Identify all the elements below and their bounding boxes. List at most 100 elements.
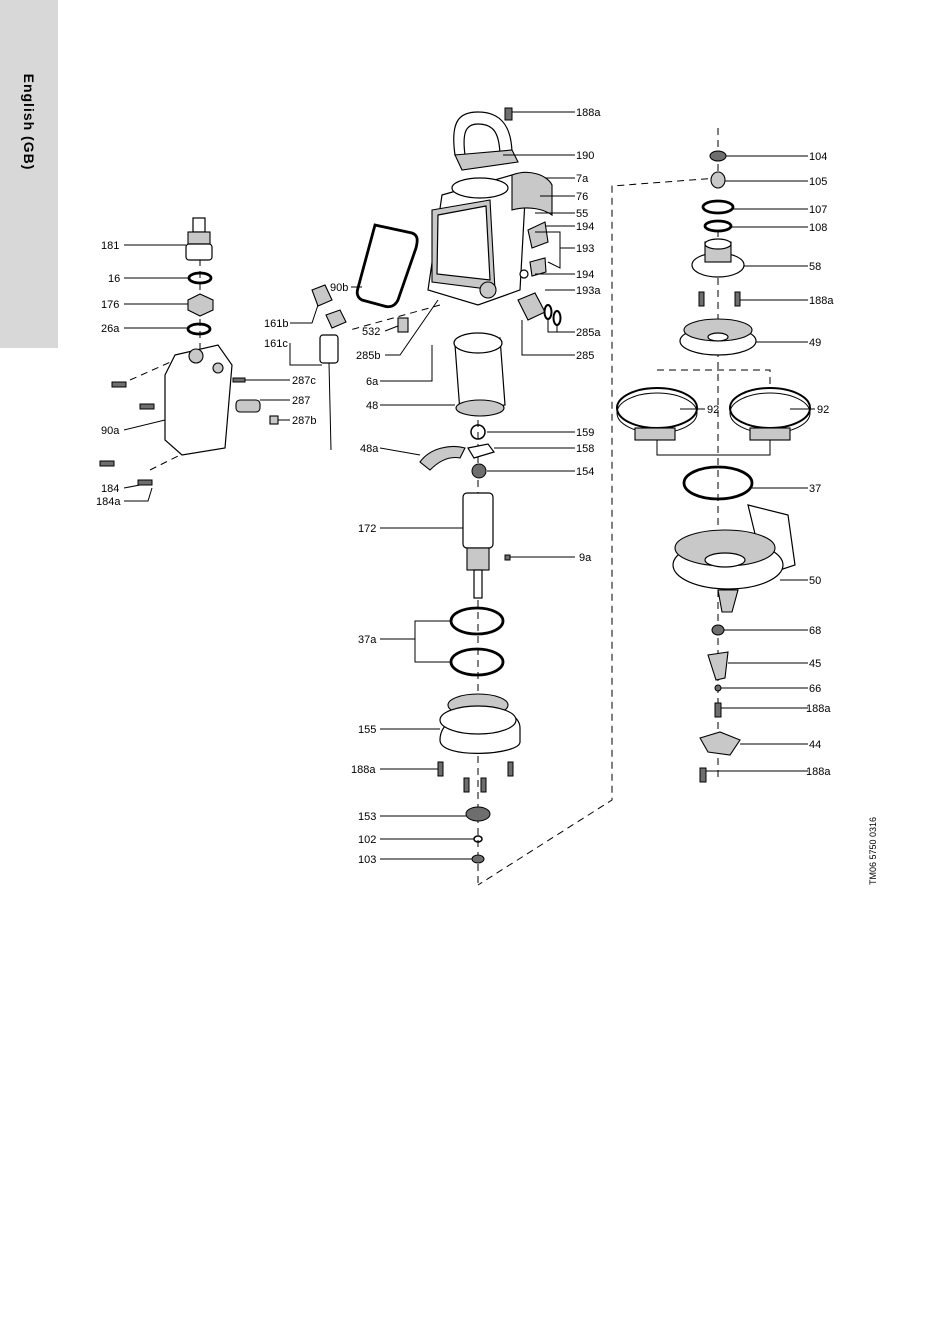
part-9a (505, 555, 510, 560)
part-48a (420, 447, 465, 470)
callout-287: 287 (292, 395, 310, 407)
callout-193a: 193a (576, 285, 601, 297)
callout-50: 50 (809, 575, 821, 587)
bearing-153 (466, 807, 490, 821)
callout-37: 37 (809, 483, 821, 495)
callout-194-a: 194 (576, 221, 594, 233)
oring-107 (703, 201, 733, 213)
gasket-90b (357, 225, 417, 307)
shaft-seal-carrier-155 (440, 694, 520, 753)
bearing-154 (472, 464, 486, 478)
part-532 (398, 318, 408, 332)
part-68 (712, 625, 724, 635)
terminal-box-cover-90a (165, 345, 232, 455)
callout-532: 532 (362, 326, 380, 338)
callout-285: 285 (576, 350, 594, 362)
lifting-handle (454, 112, 518, 170)
callout-188a-r3: 188a (806, 766, 831, 778)
callout-188a-top: 188a (576, 107, 601, 119)
motor-housing (428, 175, 525, 305)
cable-entry-193 (520, 222, 548, 278)
callout-104: 104 (809, 151, 827, 163)
callout-37a: 37a (358, 634, 377, 646)
callout-102: 102 (358, 834, 376, 846)
callout-76: 76 (576, 191, 588, 203)
cable-plug-285 (518, 293, 561, 325)
nut-103 (472, 855, 484, 863)
part-105 (711, 172, 725, 188)
callout-159: 159 (576, 427, 594, 439)
callout-103: 103 (358, 854, 376, 866)
callout-58: 58 (809, 261, 821, 273)
callout-184: 184 (101, 483, 119, 495)
callout-44: 44 (809, 739, 821, 751)
callout-92-left: 92 (707, 404, 719, 416)
callout-92-right: 92 (817, 404, 829, 416)
callout-6a: 6a (366, 376, 379, 388)
callout-16: 16 (108, 273, 120, 285)
callout-161c: 161c (264, 338, 288, 350)
part-104 (710, 151, 726, 161)
callout-285b: 285b (356, 350, 380, 362)
callout-188a-r1: 188a (809, 295, 834, 307)
callout-68: 68 (809, 625, 821, 637)
oring-108 (705, 221, 731, 231)
cover-49 (680, 319, 756, 355)
screws-188a-mid (438, 762, 513, 792)
callout-26a: 26a (101, 323, 120, 335)
callout-287c: 287c (292, 375, 316, 387)
clamp-92-left (617, 388, 697, 440)
callout-184a: 184a (96, 496, 121, 508)
callout-154: 154 (576, 466, 594, 478)
orings-37a (451, 608, 503, 675)
screws-188a-r1 (699, 292, 740, 306)
callout-48: 48 (366, 400, 378, 412)
callout-161b: 161b (264, 318, 288, 330)
callout-188a-r2: 188a (806, 703, 831, 715)
callout-194-b: 194 (576, 269, 594, 281)
part-287b (270, 416, 278, 424)
callout-188a-mid: 188a (351, 764, 376, 776)
callout-158: 158 (576, 443, 594, 455)
impeller-45 (708, 652, 728, 680)
part-66 (715, 685, 721, 691)
clamp-92-right (730, 388, 810, 440)
callout-176: 176 (101, 299, 119, 311)
callout-55: 55 (576, 208, 588, 220)
callout-172: 172 (358, 523, 376, 535)
callout-105: 105 (809, 176, 827, 188)
callout-90a: 90a (101, 425, 120, 437)
level-sensor-161 (312, 285, 346, 450)
cable-gland-181 (186, 218, 212, 260)
callout-287b: 287b (292, 415, 316, 427)
seal-flange-58 (692, 239, 744, 277)
callout-48a: 48a (360, 443, 379, 455)
oring-26a (188, 324, 210, 334)
callout-108: 108 (809, 222, 827, 234)
cover-plate-76 (512, 172, 552, 215)
callout-190: 190 (576, 150, 594, 162)
callout-90b: 90b (330, 282, 348, 294)
stator-48 (454, 333, 505, 416)
callout-285a: 285a (576, 327, 601, 339)
part-44 (700, 732, 740, 755)
screw-188a-top (505, 108, 512, 120)
screw-188a-r3 (700, 768, 706, 782)
callout-45: 45 (809, 658, 821, 670)
screw-188a-r2 (715, 703, 721, 717)
pump-housing-50 (673, 505, 795, 612)
callout-9a: 9a (579, 552, 592, 564)
part-176 (188, 294, 213, 316)
rotor-172 (463, 493, 493, 598)
callout-66: 66 (809, 683, 821, 695)
callout-49: 49 (809, 337, 821, 349)
callout-153: 153 (358, 811, 376, 823)
callout-193: 193 (576, 243, 594, 255)
callout-155: 155 (358, 724, 376, 736)
part-158 (468, 444, 494, 458)
drawing-code: TM06 5750 0316 (868, 817, 878, 885)
callout-181: 181 (101, 240, 119, 252)
callout-7a: 7a (576, 173, 589, 185)
part-287c (233, 378, 245, 382)
